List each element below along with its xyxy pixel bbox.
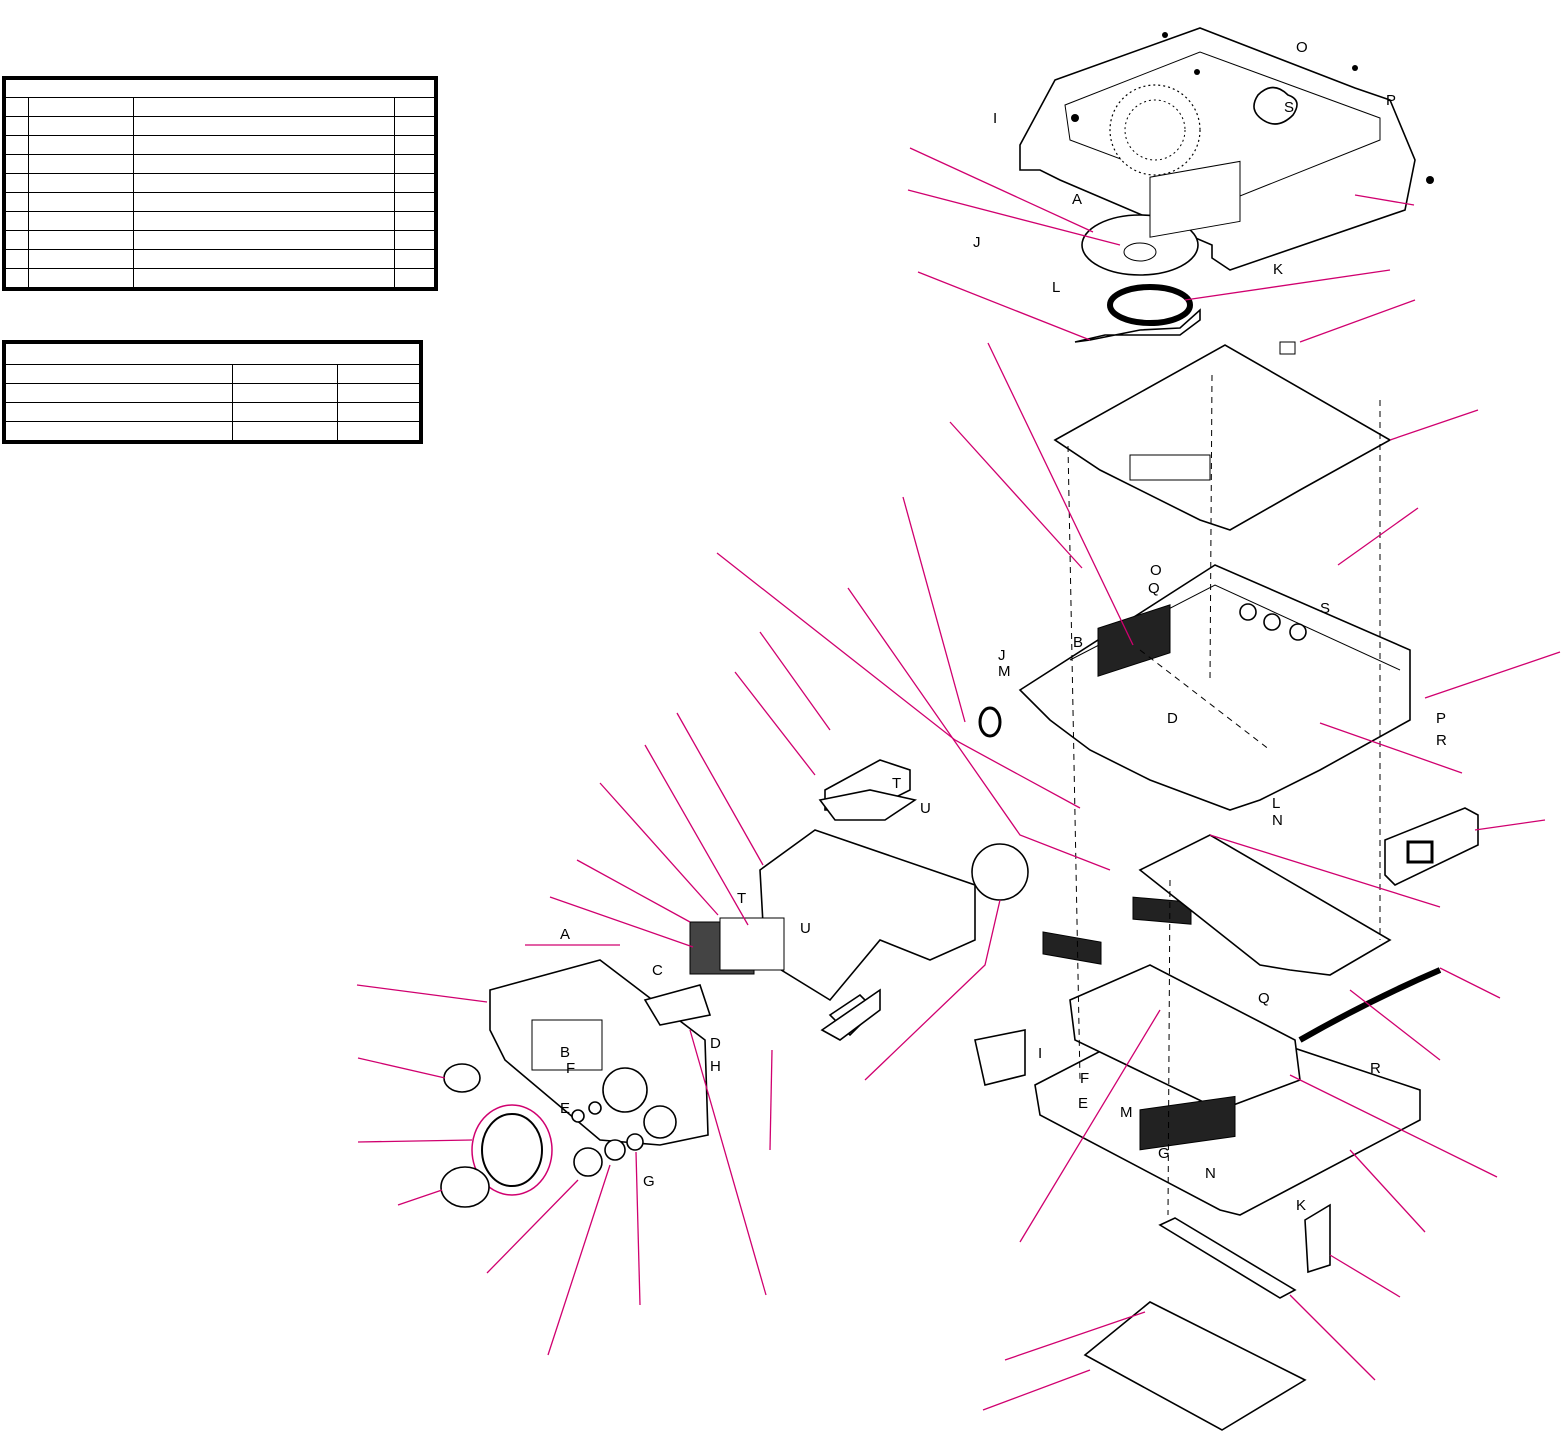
alignment-lines [1067, 374, 1381, 1216]
cable [1298, 967, 1442, 1043]
label-P: P [1386, 92, 1396, 109]
label-R: R [1436, 732, 1447, 749]
label-B2: B [560, 1044, 570, 1061]
label-U: U [920, 800, 931, 817]
label-O: O [1296, 39, 1308, 56]
label-C2: C [652, 962, 663, 979]
label-L: L [1052, 279, 1060, 296]
main-pcb [1053, 160, 1392, 531]
leader-lines [356, 147, 1561, 1411]
label-J: J [973, 234, 981, 251]
label-A: A [1072, 191, 1082, 208]
label-T2: T [737, 890, 746, 907]
label-N2: N [1205, 1165, 1216, 1182]
label-H2: H [710, 1058, 721, 1075]
second-table [2, 340, 423, 444]
bottom-case [1034, 604, 1421, 1216]
label-Q: Q [1148, 580, 1160, 597]
label-T: T [892, 775, 901, 792]
label-I: I [993, 110, 997, 127]
label-N: N [1272, 812, 1283, 829]
parts-table [2, 76, 438, 291]
label-R2: R [1370, 1060, 1381, 1077]
label-B: B [1073, 634, 1083, 651]
rear-connector-plate [1384, 807, 1479, 886]
label-M2: M [1120, 1104, 1133, 1121]
chassis [978, 564, 1411, 965]
label-A2: A [560, 926, 570, 943]
label-J2: J [998, 647, 1006, 664]
label-E2: E [560, 1100, 570, 1117]
label-M: M [998, 663, 1011, 680]
label-K2: K [1296, 1197, 1306, 1214]
label-Q2: Q [1258, 990, 1270, 1007]
label-E: E [1078, 1095, 1088, 1112]
top-cover [1019, 27, 1434, 271]
label-F: F [1080, 1070, 1089, 1087]
label-G: G [1158, 1145, 1170, 1162]
right-bracket [1304, 1203, 1331, 1274]
label-U2: U [800, 920, 811, 937]
label-G2: G [643, 1173, 655, 1190]
label-D: D [1167, 710, 1178, 727]
bottom-cover [1083, 1301, 1307, 1431]
label-S2: S [1320, 600, 1330, 617]
speaker [1074, 214, 1201, 343]
bottom-rail [1158, 1217, 1297, 1299]
left-bracket [974, 1029, 1026, 1086]
label-P2: P [1436, 710, 1446, 727]
label-I2: I [1038, 1045, 1042, 1062]
label-O2: O [1150, 562, 1162, 579]
label-F2: F [566, 1060, 575, 1077]
label-K: K [1273, 261, 1283, 278]
front-panel-assembly [440, 759, 1029, 1208]
label-D2: D [710, 1035, 721, 1052]
label-L2: L [1272, 795, 1280, 812]
label-S: S [1284, 99, 1294, 116]
